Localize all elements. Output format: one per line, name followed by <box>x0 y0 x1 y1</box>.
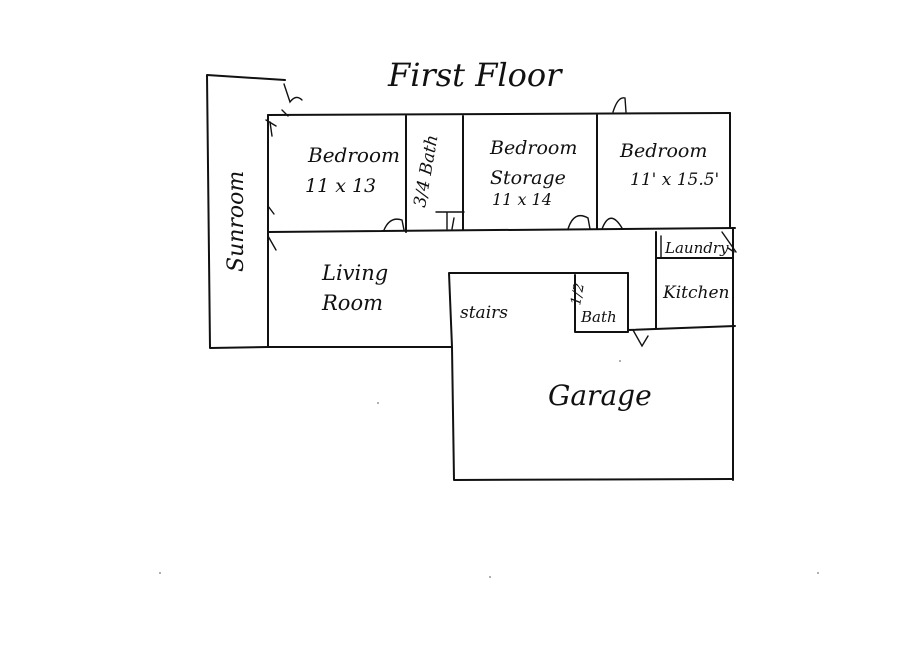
door-swings <box>265 83 737 348</box>
bedroom3-size: 11' x 15.5' <box>630 170 719 190</box>
door-swing-laundry <box>721 231 737 253</box>
bedroom2-size: 11 x 14 <box>492 190 552 209</box>
living-room-label-line2: Room <box>321 291 383 315</box>
bedroom1-label: Bedroom <box>307 143 400 167</box>
garage-top-wall <box>627 325 736 331</box>
door-swing-bedroom1 <box>383 218 405 231</box>
floor-title: First Floor <box>387 56 563 94</box>
stairs-label: stairs <box>460 303 508 323</box>
halfbath-wall <box>574 272 629 333</box>
door-swing-bedroom3 <box>601 217 623 230</box>
door-swing-kitchen <box>632 329 649 348</box>
garage-wall <box>448 272 734 481</box>
halfbath-label-line2: Bath <box>580 308 617 326</box>
walls <box>206 74 736 481</box>
bedroom3-label: Bedroom <box>619 140 707 162</box>
door-swing-bedroom2 <box>567 214 591 230</box>
door-swing-bath <box>435 211 465 230</box>
right-wall <box>729 112 734 481</box>
door-swing-top-right <box>612 97 627 113</box>
bedroom1-size: 11 x 13 <box>305 175 376 197</box>
halfbath-label-line1: 1/2 <box>568 282 588 307</box>
corridor-wall <box>267 227 736 233</box>
door-swing-sunroom-left-bottom <box>267 205 277 251</box>
bath34-label: 3/4 Bath <box>410 133 442 209</box>
top-wall <box>267 112 731 116</box>
garage-label: Garage <box>548 379 652 412</box>
living-room-label-line1: Living <box>321 261 388 285</box>
bedroom2-storage-label: Storage <box>490 167 566 189</box>
scan-specks <box>159 360 819 578</box>
sunroom-wall <box>206 74 286 349</box>
kitchen-wall <box>655 231 734 329</box>
laundry-label: Laundry <box>664 239 729 257</box>
bedroom2-label: Bedroom <box>489 137 577 159</box>
sunroom-label: Sunroom <box>224 171 249 272</box>
kitchen-label: Kitchen <box>662 283 729 303</box>
door-swing-sunroom-left-top <box>265 119 277 137</box>
door-swing-sunroom-top <box>281 83 303 117</box>
